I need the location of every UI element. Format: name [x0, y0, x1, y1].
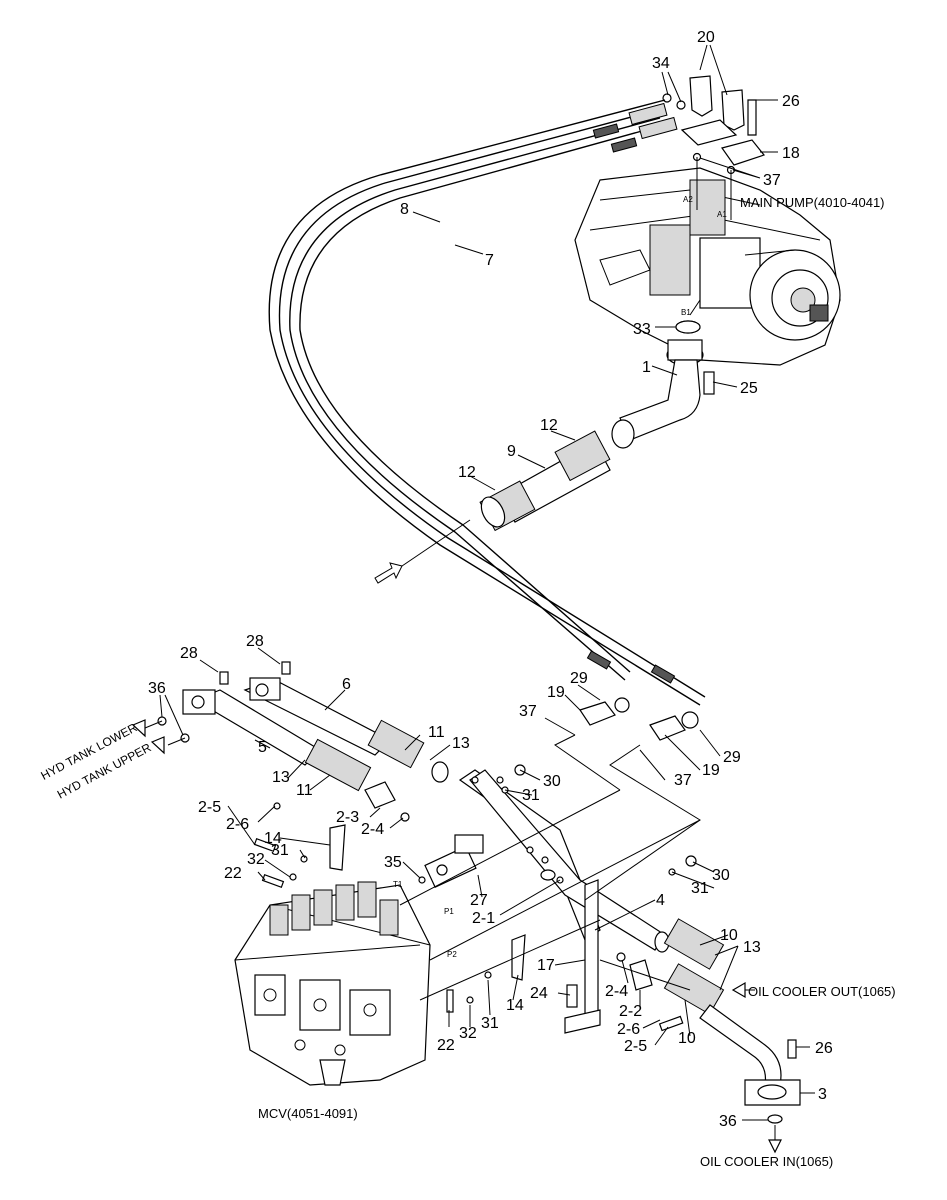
callout-22-bottom: 22 [437, 1037, 455, 1054]
main-pump-caption: MAIN PUMP(4010-4041) [740, 195, 885, 210]
callout-25: 25 [740, 380, 758, 397]
callout-13-lower: 13 [743, 939, 761, 956]
pipe-3 [663, 963, 801, 1106]
callout-11-right: 11 [428, 724, 445, 741]
callout-29-upper: 29 [570, 670, 588, 687]
callout-2-4-left: 2-4 [361, 821, 384, 838]
main-control-valve [234, 881, 431, 1086]
elbow-fittings [662, 75, 766, 220]
port-p1: P1 [444, 907, 454, 916]
callout-2-5-right: 2-5 [624, 1038, 647, 1055]
pipe-5 [182, 689, 372, 792]
callout-14-left: 14 [264, 830, 282, 847]
hose-9 [479, 430, 611, 532]
port-a2: A2 [683, 195, 693, 204]
callout-34: 34 [652, 55, 670, 72]
oil-cooler-out-arrow-icon [731, 981, 746, 999]
callout-18: 18 [782, 145, 800, 162]
callout-13-left: 13 [272, 769, 290, 786]
hose-7 [289, 117, 661, 681]
callout-31-upper: 31 [522, 787, 540, 804]
callout-26-bottom: 26 [815, 1040, 833, 1057]
callout-11-left: 11 [296, 782, 313, 799]
oil-cooler-out-caption: OIL COOLER OUT(1065) [748, 984, 896, 999]
port-b1: B1 [681, 308, 691, 317]
callout-37-middle: 37 [519, 703, 537, 720]
callout-30-lower: 30 [712, 867, 730, 884]
callout-2-2: 2-2 [619, 1003, 642, 1020]
oil-cooler-in-caption: OIL COOLER IN(1065) [700, 1154, 833, 1169]
callout-36-bottom: 36 [719, 1113, 737, 1130]
callout-29-lower: 29 [723, 749, 741, 766]
callout-12-lower: 12 [458, 464, 476, 481]
callout-labels: 20 34 26 18 37 8 7 33 1 25 12 9 12 28 28… [148, 29, 833, 1130]
flow-arrow-icon [374, 562, 403, 584]
callout-37-top: 37 [763, 172, 781, 189]
callout-32-left: 32 [247, 851, 265, 868]
callout-2-4-right: 2-4 [605, 983, 628, 1000]
callout-14-right: 14 [506, 997, 524, 1014]
callout-24: 24 [530, 985, 548, 1002]
callout-37-lower: 37 [674, 772, 692, 789]
callout-31-left: 31 [271, 842, 289, 859]
callout-32-bottom: 32 [459, 1025, 477, 1042]
callout-27: 27 [470, 892, 488, 909]
main-pump [574, 167, 841, 366]
pipe-4 [469, 769, 725, 970]
callout-4: 4 [656, 892, 665, 909]
callout-2-1: 2-1 [472, 910, 495, 927]
callout-33: 33 [633, 321, 651, 338]
callout-22-left: 22 [224, 865, 242, 882]
callout-26-top: 26 [782, 93, 800, 110]
callout-13-right: 13 [452, 735, 470, 752]
oil-cooler-in-arrow-icon [768, 1139, 782, 1154]
mcv-caption: MCV(4051-4091) [258, 1106, 358, 1121]
callout-1: 1 [642, 359, 651, 376]
callout-9: 9 [507, 443, 516, 460]
hose-8 [268, 99, 706, 706]
callout-35: 35 [384, 854, 402, 871]
callout-31-lower: 31 [691, 880, 709, 897]
clamp-19-lower [649, 715, 686, 741]
callout-36-left: 36 [148, 680, 166, 697]
port-t1: T1 [393, 880, 403, 889]
callout-10-upper: 10 [720, 927, 738, 944]
callout-17: 17 [537, 957, 555, 974]
callout-30-upper: 30 [543, 773, 561, 790]
port-a1: A1 [717, 210, 727, 219]
callout-2-3: 2-3 [336, 809, 359, 826]
callout-28-right: 28 [246, 633, 264, 650]
callout-28-left: 28 [180, 645, 198, 662]
callout-10-lower: 10 [678, 1030, 696, 1047]
callout-19-lower: 19 [702, 762, 720, 779]
callout-20: 20 [697, 29, 715, 46]
port-p2: P2 [447, 950, 457, 959]
leader-lines [159, 44, 815, 1121]
clamp-19-upper [579, 701, 616, 726]
callout-2-5-left: 2-5 [198, 799, 221, 816]
callout-6: 6 [342, 676, 351, 693]
pipe-6 [243, 677, 449, 783]
callout-12-upper: 12 [540, 417, 558, 434]
callout-7: 7 [485, 252, 494, 269]
callout-5: 5 [258, 739, 267, 756]
callout-3: 3 [818, 1086, 827, 1103]
callout-8: 8 [400, 201, 409, 218]
connection-lines [399, 734, 701, 1001]
callout-31-bottom: 31 [481, 1015, 499, 1032]
callout-2-6-left: 2-6 [226, 816, 249, 833]
callout-2-6-right: 2-6 [617, 1021, 640, 1038]
callout-19-upper: 19 [547, 684, 565, 701]
